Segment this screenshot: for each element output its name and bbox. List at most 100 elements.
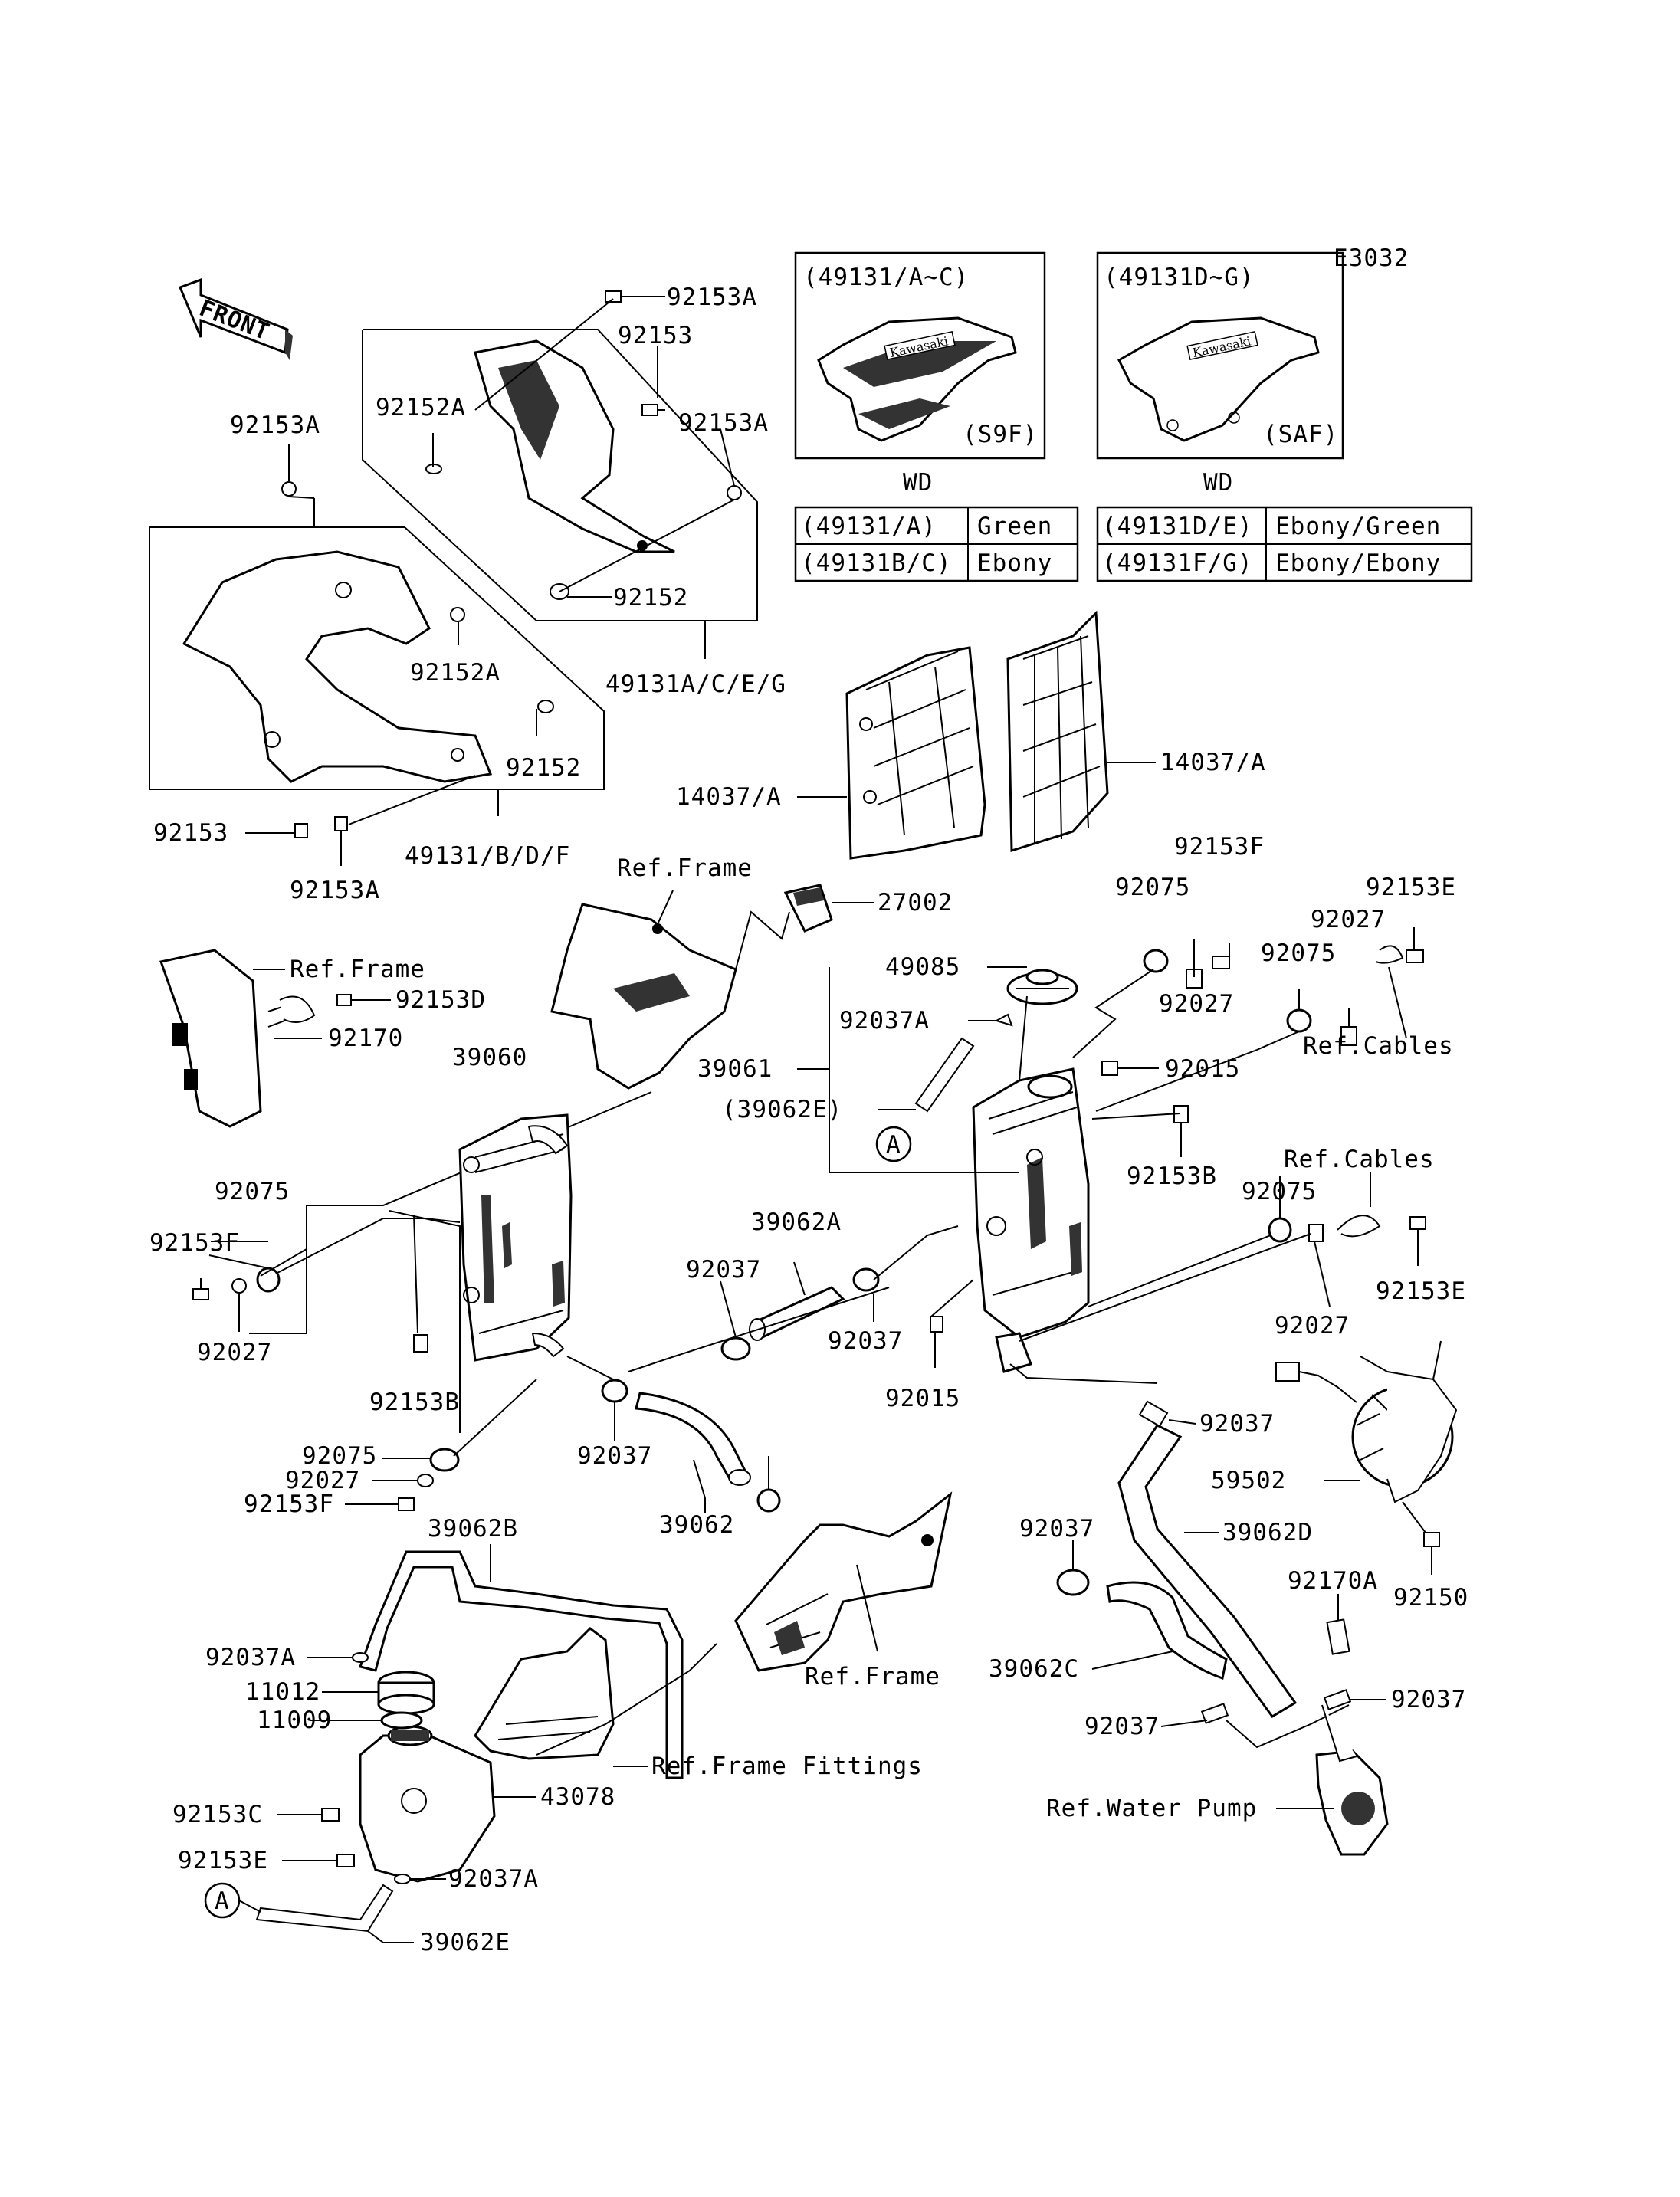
callout: 92150 [1393,1584,1468,1612]
hose-clamp-icon [601,1379,628,1403]
radiator-guard-left [845,646,986,860]
color-table-2: (49131D/E) Ebony/Green (49131F/G) Ebony/… [1096,506,1473,582]
collar-icon [1308,1224,1324,1242]
diagram-code: E3032 [1334,244,1409,272]
frame-fittings-bracket [474,1627,615,1760]
callout: 39062D [1222,1519,1313,1546]
connector-icon [783,884,833,933]
frame-bracket [550,903,737,1090]
callout: 92153E [1366,874,1456,901]
bolt-icon [336,994,352,1006]
ref-marker-a: A [875,1126,912,1162]
color-table-color: Green [977,513,1052,540]
callout: Ref.Cables [1284,1146,1435,1173]
callout: 92027 [1159,990,1234,1018]
variant-box-2: (49131D~G) Kawasaki (SAF) [1096,251,1344,460]
callout: 92153F [244,1490,334,1518]
variant-header: (49131D~G) [1104,264,1255,291]
variant-caption-1: WD [903,469,933,497]
cap-gasket-icon [380,1711,423,1730]
callout: 59502 [1211,1467,1286,1494]
bolt-icon [1423,1532,1440,1547]
callout: 92153A [667,284,757,311]
shroud-outer [149,526,605,790]
callout: 92153B [369,1389,460,1416]
rubber-mount-icon [1101,1061,1118,1076]
callout: 92027 [1311,906,1386,933]
bolt-icon [192,1288,209,1300]
callout: 39062 [659,1511,734,1539]
overflow-hose-39062B [359,1550,684,1779]
color-table-code: (49131D/E) [1102,513,1253,540]
callout: 92153C [172,1801,263,1828]
collar-icon [417,1474,434,1487]
callout: 27002 [878,889,953,917]
hose-clamp-icon [1200,1703,1229,1724]
hose-clip-icon [994,1013,1013,1027]
callout: 92153 [618,322,693,349]
svg-text:A: A [215,1887,230,1915]
callout: 92037 [828,1327,903,1355]
nut-icon [727,485,742,500]
mount-bracket-left [159,949,300,1128]
nut-icon [281,481,297,497]
callout: Ref.Frame [805,1663,940,1690]
washer-icon [1143,949,1169,973]
variant-header: (49131/A~C) [803,264,969,291]
callout: 92153D [395,986,486,1014]
nut-icon [450,607,465,622]
bolt-icon [413,1334,428,1353]
callout: Ref.Frame [617,854,753,882]
hose-39062 [635,1392,751,1486]
callout: 92153F [149,1229,240,1257]
callout: 92075 [1115,874,1190,901]
hose-clamp-icon [720,1336,751,1361]
callout: 92027 [285,1467,360,1494]
svg-text:A: A [886,1131,901,1159]
variant-tag: (S9F) [963,421,1038,448]
callout: 39062B [428,1515,518,1543]
hose-clamp-icon [756,1488,781,1513]
hose-clip-icon [394,1874,411,1884]
bolt-icon [1409,1216,1426,1230]
callout: 92037 [686,1256,761,1284]
ref-marker-a: A [204,1882,241,1919]
callout: 92027 [197,1339,272,1366]
callout: 92170A [1288,1567,1378,1595]
bolt-icon [1212,956,1230,969]
callout: 39062C [989,1655,1079,1683]
callout: (39062E) [722,1096,842,1123]
front-arrow-icon: FRONT [179,277,293,360]
callout: 49131A/C/E/G [605,671,786,698]
callout: 92037 [577,1442,652,1470]
hose-39062C [1106,1581,1228,1680]
fan-motor [1275,1362,1458,1503]
callout: 92153E [178,1847,268,1874]
callout: 92037 [1019,1515,1094,1543]
radiator-left [249,1091,652,1362]
callout: 92152 [506,754,581,782]
callout: 92153A [290,877,380,904]
reservoir-tank [359,1725,496,1883]
callout: 92153F [1174,833,1265,861]
callout: 92037 [1391,1686,1466,1713]
callout: 92152 [613,584,688,612]
grommet-icon [930,1316,943,1333]
bolt-icon [398,1497,415,1511]
callout: Ref.Water Pump [1046,1795,1257,1822]
callout: 92015 [885,1385,960,1412]
sleeve-icon [1326,1618,1350,1655]
callout: 92152A [376,394,466,421]
shroud-variant-2-icon: Kawasaki [1117,316,1320,442]
hose-clamp-icon [1323,1689,1352,1710]
radiator-cap-icon [1006,969,1078,1005]
hose-39062D [1117,1424,1298,1718]
cable-clip-icon [1337,1215,1381,1238]
callout: 39062E [420,1929,510,1956]
bolt-icon [294,823,308,838]
callout: Ref.Cables [1303,1032,1454,1060]
color-table-code: (49131/A) [801,513,937,540]
bolt-icon [334,816,348,831]
callout: Ref.Frame Fittings [651,1753,923,1780]
bolt-icon [1406,949,1424,963]
